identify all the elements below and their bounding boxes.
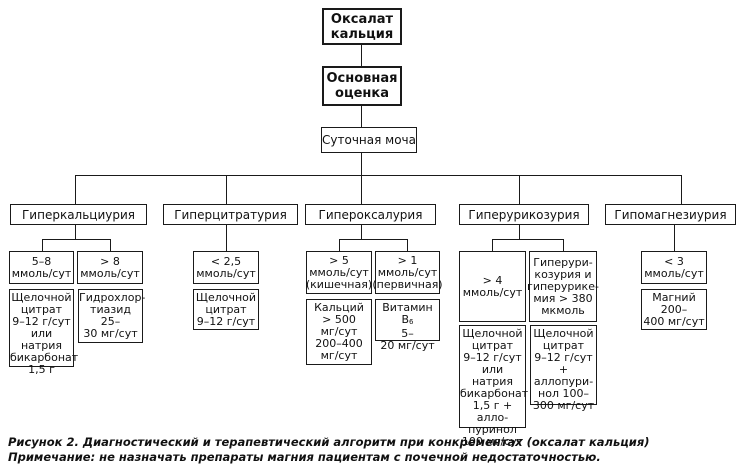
vitamin-b6-subscript: 6 (409, 318, 414, 326)
category-hypercalciuria: Гиперкальциурия (10, 204, 147, 225)
condition-hypocitraturia: < 2,5 ммоль/сут (193, 251, 259, 284)
connector-hypercalciuria-left (42, 239, 43, 251)
connector-hyperuricosuria-split (519, 224, 520, 239)
connector-drop-hyperoxaluria (361, 175, 362, 204)
connector-drop-hypomagnesiuria (681, 175, 682, 204)
condition-hyperoxaluria-primary: > 1 ммоль/сут (первичная) (372, 251, 443, 294)
category-hyperuricosuria: Гиперурикозурия (459, 204, 589, 225)
connector-urine-trunk (361, 152, 362, 175)
connector-hyperuricosuria-right (563, 239, 564, 251)
connector-category-bar (75, 175, 681, 176)
figure-note: Примечание: не назначать препараты магни… (8, 450, 601, 464)
connector-drop-hypocitraturia (226, 175, 227, 204)
condition-hyperuricosuria: > 4 ммоль/сут (459, 251, 526, 322)
condition-hyperuricosuria-hyperuricemia: Гиперури- козурия и гиперурике- мия > 38… (527, 251, 599, 322)
treatment-hypercalciuria-alkaline-citrate: Щелочной цитрат 9–12 г/сут или натрия би… (9, 289, 79, 376)
connector-drop-hypercalciuria (75, 175, 76, 204)
vitamin-b6-label: Витамин B (382, 301, 433, 326)
node-daily-urine: Суточная моча (321, 127, 417, 153)
treatment-hypocitraturia-alkaline-citrate: Щелочной цитрат 9–12 г/сут (193, 289, 259, 330)
connector-hyperoxaluria-left (339, 239, 340, 251)
connector-assessment-urine (361, 105, 362, 127)
treatment-hyperoxaluria-calcium: Кальций > 500 мг/сут 200–400 мг/сут (306, 299, 372, 365)
treatment-hypercalciuria-hydrochlorothiazide: Гидрохлор- тиазид 25– 30 мг/сут (78, 289, 145, 343)
vitamin-b6-dose: 5– 20 мг/сут (380, 327, 435, 352)
connector-hyperuricosuria-left (492, 239, 493, 251)
connector-hyperuricosuria-bar (492, 239, 563, 240)
treatment-hyperuricosuria-alkaline-citrate: Щелочной цитрат 9–12 г/сут или натрия би… (459, 325, 529, 448)
condition-hypercalciuria-severe: > 8 ммоль/сут (77, 251, 143, 284)
category-hyperoxaluria: Гипероксалурия (305, 204, 436, 225)
treatment-hyperuricosuria-allopurinol: Щелочной цитрат 9–12 г/сут + аллопури- н… (530, 325, 597, 412)
condition-hyperoxaluria-intestinal: > 5 ммоль/сут (кишечная) (306, 251, 372, 294)
figure-caption: Рисунок 2. Диагностический и терапевтиче… (8, 435, 650, 449)
connector-hypomagnesiuria-down (674, 224, 675, 251)
connector-hypocitraturia-down (226, 224, 227, 251)
treatment-hypomagnesiuria-magnesium: Магний 200– 400 мг/сут (641, 289, 707, 330)
connector-hyperoxaluria-right (407, 239, 408, 251)
connector-hypercalciuria-bar (42, 239, 110, 240)
connector-hyperoxaluria-split (361, 224, 362, 239)
connector-hypercalciuria-split (75, 224, 76, 239)
connector-hyperoxaluria-bar (339, 239, 407, 240)
category-hypocitraturia: Гиперцитратурия (163, 204, 298, 225)
root-node-calcium-oxalate: Оксалат кальция (322, 8, 402, 45)
connector-hypercalciuria-right (110, 239, 111, 251)
connector-root-assessment (361, 44, 362, 66)
condition-hypomagnesiuria: < 3 ммоль/сут (641, 251, 707, 284)
node-basic-assessment: Основная оценка (322, 66, 402, 106)
connector-drop-hyperuricosuria (519, 175, 520, 204)
category-hypomagnesiuria: Гипомагнезиурия (605, 204, 736, 225)
treatment-hyperoxaluria-vitamin-b6: Витамин B6 5– 20 мг/сут (375, 299, 440, 352)
condition-hypercalciuria-moderate: 5–8 ммоль/сут (9, 251, 74, 284)
